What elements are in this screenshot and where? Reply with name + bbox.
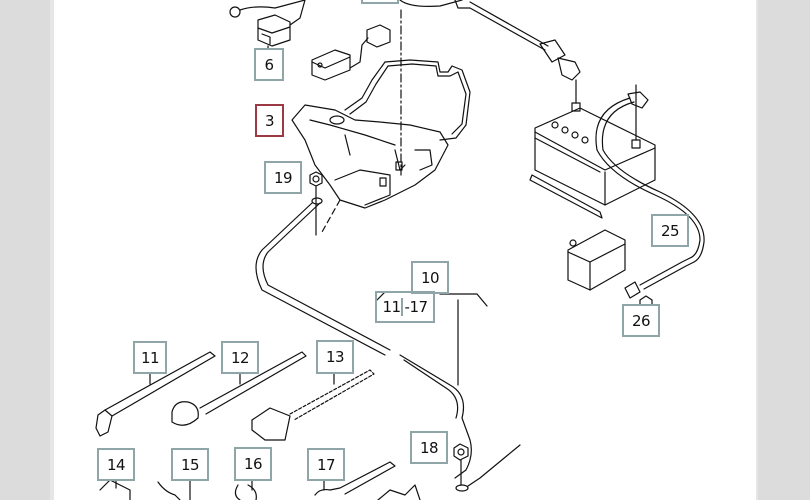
callout-6[interactable]: 6 bbox=[254, 48, 284, 81]
callout-label: 6 bbox=[264, 55, 274, 74]
control-module-drawing bbox=[567, 229, 653, 311]
callout-label: 26 bbox=[631, 311, 651, 330]
callout-label: 11 bbox=[140, 348, 160, 367]
callout-label: 14 bbox=[106, 455, 126, 474]
callout-12[interactable]: 12 bbox=[221, 341, 259, 374]
nut-19-drawing bbox=[255, 171, 391, 356]
callout-label: 17 bbox=[316, 455, 336, 474]
battery-tray-3-drawing bbox=[291, 59, 471, 209]
callout-17[interactable]: 17 bbox=[307, 448, 345, 481]
callout-label: 18 bbox=[419, 438, 439, 457]
cable-tie-11-drawing bbox=[95, 351, 216, 437]
callout-11-17[interactable]: 11 - 17 bbox=[375, 291, 435, 323]
callout-partial-top[interactable] bbox=[361, 0, 399, 4]
callout-15[interactable]: 15 bbox=[171, 448, 209, 481]
right-margin-panel bbox=[756, 0, 810, 500]
callout-13[interactable]: 13 bbox=[316, 340, 354, 374]
callout-label-separator: - bbox=[400, 298, 410, 316]
clip-14-drawing bbox=[99, 477, 131, 500]
nut-18-drawing bbox=[453, 443, 521, 492]
callout-19[interactable]: 19 bbox=[264, 161, 302, 194]
callout-label: 10 bbox=[420, 268, 440, 287]
callout-label: 3 bbox=[264, 111, 275, 130]
bracket-misc-drawing bbox=[377, 484, 421, 500]
callout-label: 25 bbox=[660, 221, 680, 240]
callout-10[interactable]: 10 bbox=[411, 261, 449, 294]
callout-label: 12 bbox=[230, 348, 250, 367]
callout-11[interactable]: 11 bbox=[133, 341, 167, 374]
callout-26[interactable]: 26 bbox=[622, 304, 660, 337]
cable-25-drawing bbox=[595, 91, 705, 290]
callout-label-start: 11 bbox=[382, 298, 401, 316]
callout-14[interactable]: 14 bbox=[97, 448, 135, 481]
parts-diagram-canvas: 6 3 19 25 10 11 - 17 26 11 12 13 18 14 1… bbox=[54, 0, 756, 500]
callout-label: 15 bbox=[180, 455, 200, 474]
cable-tie-12-drawing bbox=[171, 351, 307, 426]
left-margin-panel bbox=[0, 0, 54, 500]
top-ground-cable bbox=[229, 0, 581, 81]
callout-3-selected[interactable]: 3 bbox=[255, 104, 284, 137]
callout-label: 13 bbox=[325, 348, 345, 366]
battery-drawing bbox=[529, 79, 656, 219]
cable-tie-13-drawing bbox=[251, 369, 375, 441]
sensor-module-drawing bbox=[311, 24, 391, 81]
callout-25[interactable]: 25 bbox=[651, 214, 689, 247]
callout-label: 16 bbox=[243, 455, 263, 473]
relay-6-drawing bbox=[257, 0, 306, 53]
clip-16-drawing bbox=[234, 477, 257, 500]
callout-18[interactable]: 18 bbox=[410, 431, 448, 464]
clip-15-drawing bbox=[157, 477, 191, 500]
parts-drawing bbox=[95, 0, 705, 500]
callout-label-end: 17 bbox=[409, 298, 428, 316]
callout-label: 19 bbox=[273, 168, 293, 187]
callout-16[interactable]: 16 bbox=[234, 447, 272, 481]
